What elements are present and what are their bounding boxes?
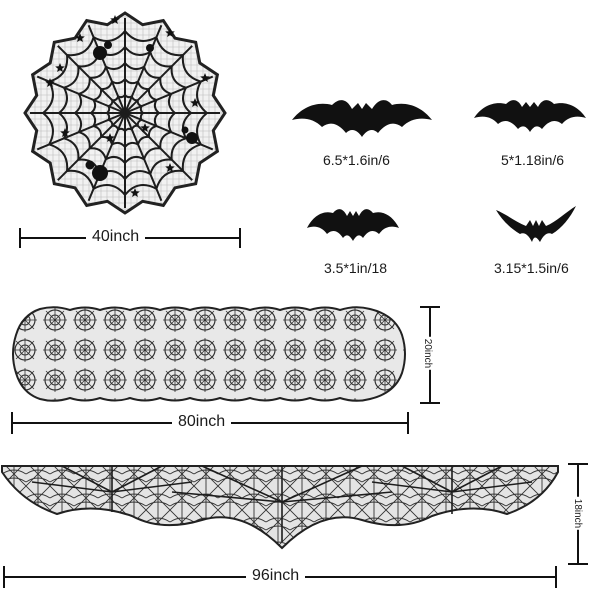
mantel-height-label: 18inch xyxy=(572,496,584,531)
star-icon xyxy=(55,63,65,72)
bat-medium-label: 5*1.18in/6 xyxy=(501,152,565,168)
web-ring xyxy=(105,94,145,133)
bat-large-icon xyxy=(292,100,432,137)
mantel-scarf-image xyxy=(1,465,559,550)
star-icon xyxy=(60,128,70,137)
web-spoke xyxy=(57,112,126,181)
bat-small-label: 3.5*1in/18 xyxy=(324,260,388,276)
web-spoke xyxy=(124,24,163,114)
bat-large-label: 6.5*1.6in/6 xyxy=(323,152,390,168)
bat-flying-label: 3.15*1.5in/6 xyxy=(494,260,569,276)
bat-medium-icon xyxy=(474,100,586,132)
star-icon xyxy=(130,188,140,197)
web-spoke xyxy=(124,45,193,114)
runner-width-label: 20inch xyxy=(422,336,434,371)
spider-icon xyxy=(85,41,198,181)
star-icon xyxy=(75,33,85,42)
web-spoke xyxy=(124,112,163,202)
star-icon xyxy=(140,123,150,132)
star-icon xyxy=(200,73,210,82)
web-spoke xyxy=(87,24,126,114)
star-icon xyxy=(190,98,200,107)
round-tablecloth-image xyxy=(23,11,227,215)
web-spoke xyxy=(87,112,126,202)
web-spoke xyxy=(57,45,126,114)
web-ring xyxy=(57,46,193,181)
web-spoke xyxy=(36,112,126,151)
star-icon xyxy=(110,15,120,24)
web-spoke xyxy=(124,112,193,181)
star-icon xyxy=(45,78,55,87)
star-icon xyxy=(105,133,115,142)
tablecloth-size-label: 40inch xyxy=(86,228,146,246)
web-spoke xyxy=(124,75,214,114)
web-ring xyxy=(73,62,177,165)
table-runner-image xyxy=(12,306,406,402)
web-ring xyxy=(41,30,209,197)
bat-flying-icon xyxy=(496,206,576,242)
bat-small-icon xyxy=(307,209,399,241)
web-spoke xyxy=(124,112,214,151)
star-icon xyxy=(165,163,175,172)
mantel-length-label: 96inch xyxy=(246,567,306,585)
runner-length-label: 80inch xyxy=(172,413,232,431)
star-icon xyxy=(165,28,175,37)
web-ring xyxy=(89,78,161,149)
